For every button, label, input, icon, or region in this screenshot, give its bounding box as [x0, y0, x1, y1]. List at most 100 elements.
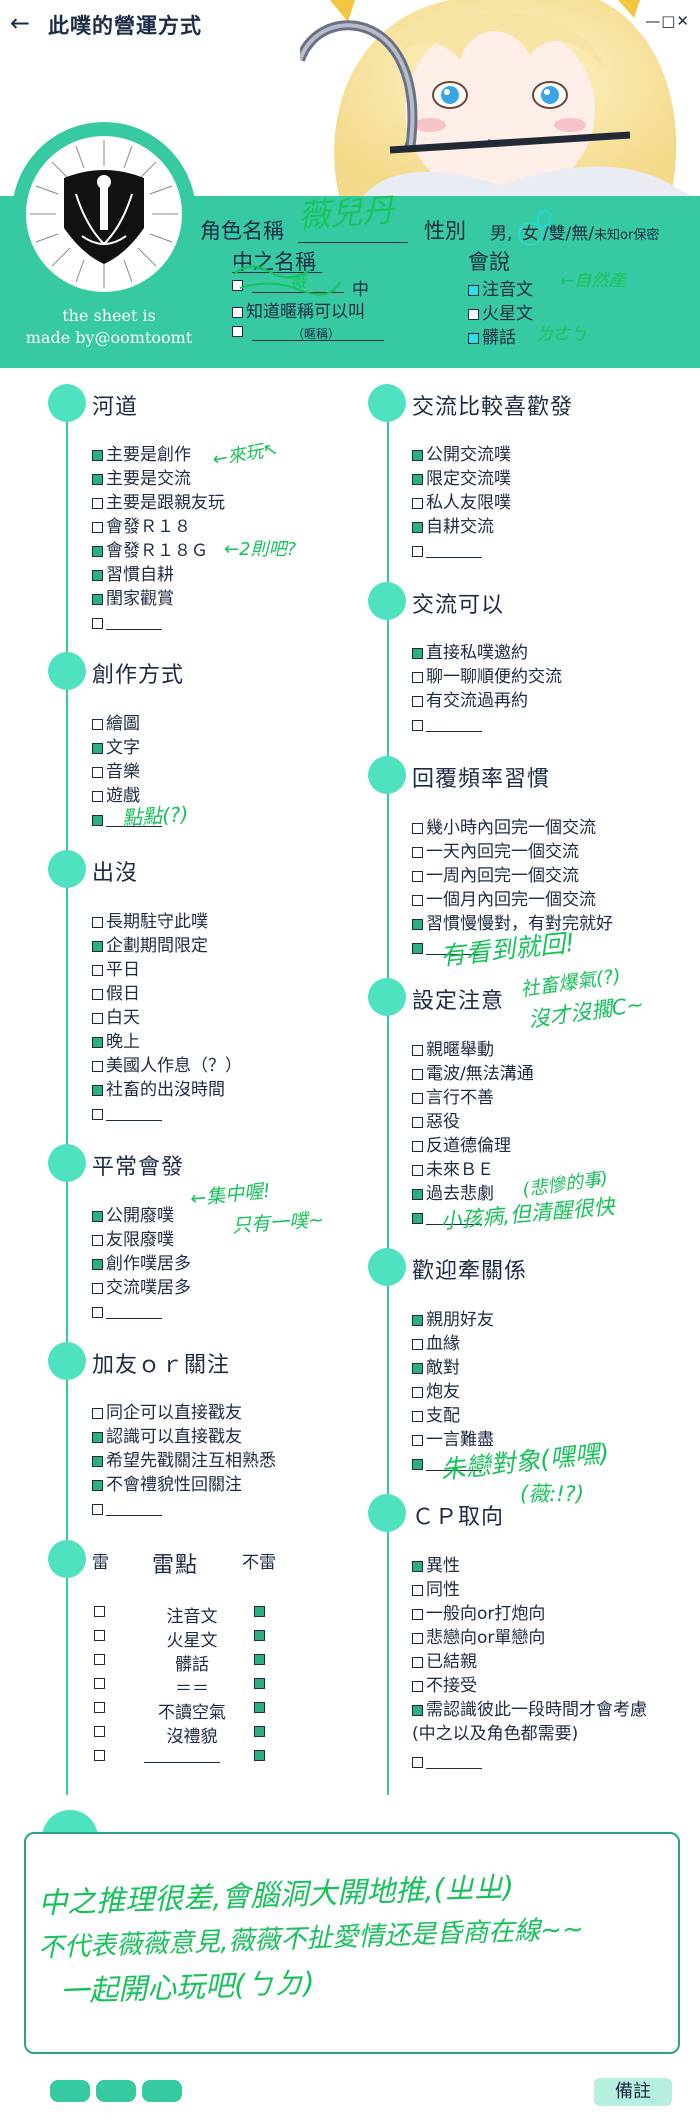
huifu-option[interactable]: 幾小時內回完一個交流 [412, 816, 596, 840]
page-indicator-3[interactable] [142, 2080, 182, 2102]
page-indicator-1[interactable] [50, 2080, 90, 2102]
bulei-checkbox[interactable] [254, 1606, 265, 1617]
chumo-option-blank[interactable] [92, 1102, 162, 1126]
cp-option[interactable]: 不接受 [412, 1674, 477, 1698]
pingchang-option[interactable]: 創作噗居多 [92, 1252, 191, 1276]
hedao-option[interactable]: 主要是跟親友玩 [92, 491, 225, 515]
gender-male[interactable]: 男 [490, 224, 507, 244]
lang-swear-checkbox[interactable] [468, 333, 479, 344]
pingchang-option[interactable]: 交流噗居多 [92, 1276, 191, 1300]
hedao-option[interactable]: 會發Ｒ１８Ｇ [92, 539, 208, 563]
huanying-option-blank[interactable] [412, 1452, 482, 1476]
jiayou-option[interactable]: 同企可以直接戳友 [92, 1401, 242, 1425]
jiaoliu-option-blank[interactable] [412, 539, 482, 563]
gender-none[interactable]: 無 [571, 224, 589, 244]
nickname-checkbox[interactable] [232, 307, 243, 318]
chuangzuo-option-blank[interactable] [92, 808, 162, 832]
lei-checkbox[interactable] [94, 1726, 105, 1737]
chumo-option[interactable]: 長期駐守此噗 [92, 910, 208, 934]
jiayou-option[interactable]: 認識可以直接戳友 [92, 1425, 242, 1449]
role-name-value[interactable]: 薇兒丹 [296, 190, 396, 236]
hedao-option[interactable]: 主要是交流 [92, 467, 191, 491]
window-controls[interactable]: —□✕ [645, 12, 690, 30]
cp-option[interactable]: 已結親 [412, 1650, 477, 1674]
bulei-checkbox[interactable] [254, 1750, 265, 1761]
chumo-option[interactable]: 社畜的出沒時間 [92, 1078, 225, 1102]
shezhi-option[interactable]: 電波/無法溝通 [412, 1062, 534, 1086]
huifu-option[interactable]: 習慣慢慢對，有對完就好 [412, 912, 613, 936]
jiaoliu-option[interactable]: 私人友限噗 [412, 491, 511, 515]
chumo-option[interactable]: 假日 [92, 982, 140, 1006]
note-button[interactable]: 備註 [594, 2078, 672, 2106]
lang-swear[interactable]: 髒話 [468, 323, 516, 348]
lei-checkbox[interactable] [94, 1606, 105, 1617]
huifu-option[interactable]: 一周內回完一個交流 [412, 864, 579, 888]
cp-option-blank[interactable] [412, 1750, 482, 1774]
chuangzuo-option[interactable]: 遊戲 [92, 784, 140, 808]
chuangzuo-option[interactable]: 文字 [92, 736, 140, 760]
page-indicator-2[interactable] [96, 2080, 136, 2102]
huifu-option-blank[interactable] [412, 936, 482, 960]
bulei-checkbox[interactable] [254, 1654, 265, 1665]
nickname-input-checkbox[interactable] [232, 326, 243, 337]
pingchang-option[interactable]: 友限廢噗 [92, 1228, 174, 1252]
kejiaoliu-option[interactable]: 聊一聊順便約交流 [412, 665, 562, 689]
cp-option[interactable]: 異性 [412, 1554, 460, 1578]
huifu-option[interactable]: 一天內回完一個交流 [412, 840, 579, 864]
shezhi-option[interactable]: 言行不善 [412, 1086, 494, 1110]
kejiaoliu-option[interactable]: 直接私噗邀約 [412, 641, 528, 665]
shezhi-option[interactable]: 親暱舉動 [412, 1038, 494, 1062]
gender-unknown[interactable]: 未知or保密 [594, 228, 660, 243]
chumo-option[interactable]: 企劃期間限定 [92, 934, 208, 958]
cp-option[interactable]: 悲戀向or單戀向 [412, 1626, 545, 1650]
nickname-input-row[interactable] [232, 321, 246, 341]
pingchang-option[interactable]: 公開廢噗 [92, 1204, 174, 1228]
cp-option[interactable]: 需認識彼此一段時間才會考慮 [412, 1698, 647, 1722]
kejiaoliu-option[interactable]: 有交流過再約 [412, 689, 528, 713]
back-arrow-icon[interactable]: ← [10, 9, 31, 37]
jiaoliu-option[interactable]: 限定交流噗 [412, 467, 511, 491]
lei-checkbox[interactable] [94, 1630, 105, 1641]
huanying-option[interactable]: 炮友 [412, 1380, 460, 1404]
lang-zhuyin-checkbox[interactable] [468, 285, 479, 296]
gender-options[interactable]: 男, 女/雙/無/未知or保密 [490, 222, 660, 246]
lei-checkbox[interactable] [94, 1654, 105, 1665]
hedao-option[interactable]: 主要是創作 [92, 443, 191, 467]
huanying-option[interactable]: 一言難盡 [412, 1428, 494, 1452]
leidian-blank[interactable] [144, 1748, 220, 1763]
jiaoliu-option[interactable]: 公開交流噗 [412, 443, 511, 467]
hedao-option[interactable]: 習慣自耕 [92, 563, 174, 587]
huanying-option[interactable]: 血緣 [412, 1332, 460, 1356]
gender-both[interactable]: 雙 [548, 224, 566, 244]
jiaoliu-option[interactable]: 自耕交流 [412, 515, 494, 539]
cp-option[interactable]: 同性 [412, 1578, 460, 1602]
lei-checkbox[interactable] [94, 1678, 105, 1689]
jiayou-option-blank[interactable] [92, 1497, 162, 1521]
lei-checkbox[interactable] [94, 1702, 105, 1713]
zh-name-row[interactable] [232, 275, 246, 295]
pingchang-option-blank[interactable] [92, 1300, 162, 1324]
lang-mars[interactable]: 火星文 [468, 299, 533, 324]
shezhi-option-blank[interactable] [412, 1206, 482, 1230]
lang-zhuyin[interactable]: 注音文 [468, 275, 533, 300]
zh-name-checkbox[interactable] [232, 280, 243, 291]
nickname-row[interactable]: 知道暱稱可以叫 [232, 297, 365, 322]
bulei-checkbox[interactable] [254, 1702, 265, 1713]
shezhi-option[interactable]: 未來ＢＥ [412, 1158, 494, 1182]
bulei-checkbox[interactable] [254, 1678, 265, 1689]
gender-female[interactable]: 女 [517, 222, 543, 246]
chuangzuo-option[interactable]: 繪圖 [92, 712, 140, 736]
shezhi-option[interactable]: 過去悲劇 [412, 1182, 494, 1206]
hedao-option[interactable]: 閨家觀賞 [92, 587, 174, 611]
chumo-option[interactable]: 平日 [92, 958, 140, 982]
huifu-option[interactable]: 一個月內回完一個交流 [412, 888, 596, 912]
cp-option[interactable]: 一般向or打炮向 [412, 1602, 545, 1626]
chuangzuo-option[interactable]: 音樂 [92, 760, 140, 784]
bulei-checkbox[interactable] [254, 1726, 265, 1737]
huanying-option[interactable]: 敵對 [412, 1356, 460, 1380]
jiayou-option[interactable]: 不會禮貌性回關注 [92, 1473, 242, 1497]
hedao-option-blank[interactable] [92, 611, 162, 635]
kejiaoliu-option-blank[interactable] [412, 713, 482, 737]
chumo-option[interactable]: 白天 [92, 1006, 140, 1030]
lei-checkbox[interactable] [94, 1750, 105, 1761]
